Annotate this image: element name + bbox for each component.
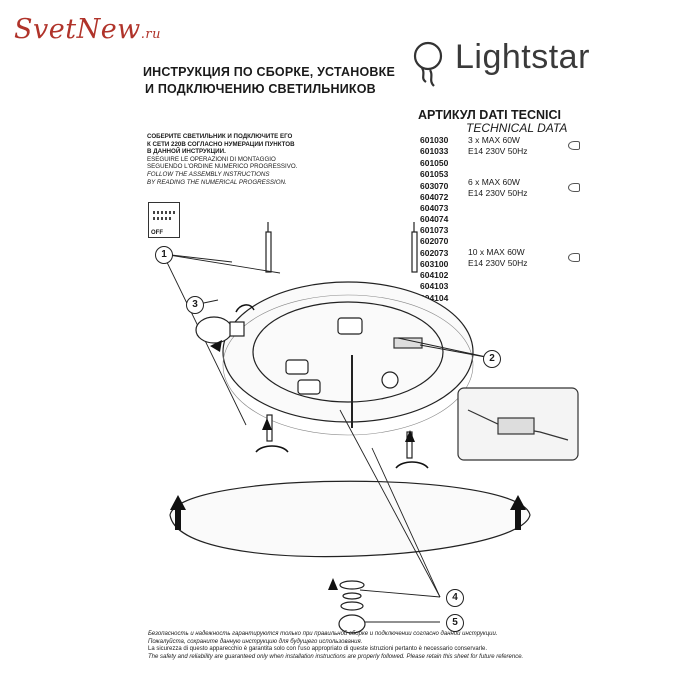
- switch-off-label: OFF: [151, 230, 163, 236]
- instructions-ru-2: К СЕТИ 220В СОГЛАСНО НУМЕРАЦИИ ПУНКТОВ: [147, 140, 295, 148]
- article-code: 603070: [420, 180, 449, 191]
- base-plate-inner-ring: [252, 301, 444, 403]
- article-code: 601073: [420, 225, 449, 235]
- tech-group-1: 601030 601033 3 x MAX 60W E14 230V 50Hz: [420, 135, 580, 159]
- footer-ru-1: Безопасность и надежность гарантируются …: [148, 631, 498, 637]
- article-code: 601050: [420, 158, 449, 168]
- tech-group-codes: 601050 601053 603070 604072 604073 60407…: [420, 158, 448, 226]
- terminal-block-icon: [393, 337, 423, 349]
- instructions-ru-1: СОБЕРИТЕ СВЕТИЛЬНИК И ПОДКЛЮЧИТЕ ЕГО: [147, 133, 293, 140]
- ceiling-base-plate: [222, 281, 474, 423]
- article-code: 604074: [420, 214, 449, 225]
- article-code: 603100: [420, 258, 449, 269]
- tech-group-spec: 3 x MAX 60W E14 230V 50Hz: [468, 135, 528, 158]
- switch-dots-icon: [153, 211, 175, 220]
- spec-power: 3 x MAX 60W: [468, 135, 520, 145]
- bulb-icon: [568, 253, 580, 262]
- step-1-marker: 1: [155, 246, 173, 264]
- light-bulb-icon: [195, 316, 245, 344]
- wiring-detail-icon: [457, 387, 579, 461]
- rotation-arrow-icons: [235, 304, 429, 469]
- step-3-marker: 3: [186, 296, 204, 314]
- footer-en: The safety and reliability are guarantee…: [148, 653, 524, 660]
- step-5-marker: 5: [446, 614, 464, 632]
- article-code: 604102: [420, 270, 449, 281]
- direction-arrows: [170, 340, 526, 590]
- step-2-marker: 2: [483, 350, 501, 368]
- instructions-it-1: ESEGUIRE LE OPERAZIONI DI MONTAGGIO: [147, 155, 276, 163]
- finial-parts: [338, 580, 366, 634]
- bulb-icon: [568, 183, 580, 192]
- article-subheading: TECHNICAL DATA: [466, 121, 568, 135]
- footer-ru-2: Пожалуйста, сохраните данную инструкцию …: [148, 638, 363, 645]
- brand-name: Lightstar: [455, 38, 590, 76]
- tech-group-codes: 601073 602070 602073 603100 604102 60410…: [420, 225, 448, 304]
- safety-footer: Безопасность и надежность гарантируются …: [148, 631, 588, 661]
- lampholder-icon: [285, 317, 399, 395]
- article-code: 602073: [420, 247, 449, 258]
- instructions-en-2: BY READING THE NUMERICAL PROGRESSION.: [147, 178, 287, 186]
- tech-group-codes: 601030 601033: [420, 135, 448, 158]
- spec-voltage: E14 230V 50Hz: [468, 146, 528, 157]
- spec-power: 6 x MAX 60W: [468, 177, 520, 187]
- instructions-en-1: FOLLOW THE ASSEMBLY INSTRUCTIONS: [147, 170, 270, 178]
- article-code: 601030: [420, 135, 449, 145]
- tech-group-spec: 6 x MAX 60W E14 230V 50Hz: [468, 177, 528, 200]
- title-line-2: И ПОДКЛЮЧЕНИЮ СВЕТИЛЬНИКОВ: [145, 82, 376, 96]
- article-code: 602070: [420, 236, 449, 247]
- title-line-1: ИНСТРУКЦИЯ ПО СБОРКЕ, УСТАНОВКЕ: [143, 65, 395, 79]
- spec-voltage: E14 230V 50Hz: [468, 258, 528, 269]
- spec-power: 10 x MAX 60W: [468, 247, 525, 257]
- article-code: 604073: [420, 203, 449, 214]
- tech-group-3: 601073 602070 602073 603100 604102 60410…: [420, 225, 580, 305]
- page-title: ИНСТРУКЦИЯ ПО СБОРКЕ, УСТАНОВКЕ И ПОДКЛЮ…: [143, 64, 413, 98]
- instructions-ru-3: В ДАННОЙ ИНСТРУКЦИИ.: [147, 148, 226, 156]
- article-code: 601053: [420, 169, 449, 180]
- instructions-it-2: SEGUENDO L'ORDINE NUMERICO PROGRESSIVO.: [147, 163, 298, 171]
- tech-group-2: 601050 601053 603070 604072 604073 60407…: [420, 158, 580, 226]
- article-code: 604104: [420, 292, 449, 303]
- footer-it: La sicurezza di questo apparecchio è gar…: [148, 646, 488, 652]
- article-code: 604103: [420, 281, 449, 292]
- watermark-suffix: .ru: [140, 27, 162, 42]
- spec-voltage: E14 230V 50Hz: [468, 188, 528, 199]
- decorative-finial: [338, 614, 366, 634]
- watermark-text: SvetNew: [14, 14, 141, 45]
- article-code: 604072: [420, 191, 449, 202]
- tech-group-spec: 10 x MAX 60W E14 230V 50Hz: [468, 247, 528, 270]
- site-watermark-logo: SvetNew.ru: [14, 14, 161, 45]
- assembly-instructions: СОБЕРИТЕ СВЕТИЛЬНИК И ПОДКЛЮЧИТЕ ЕГО К С…: [147, 133, 327, 186]
- bulb-icon: [568, 141, 580, 150]
- glass-diffuser: [169, 480, 531, 558]
- article-heading: АРТИКУЛ DATI TECNICI: [418, 108, 562, 122]
- power-switch-diagram: OFF: [148, 202, 180, 238]
- step-4-marker: 4: [446, 589, 464, 607]
- article-code: 601033: [420, 146, 449, 157]
